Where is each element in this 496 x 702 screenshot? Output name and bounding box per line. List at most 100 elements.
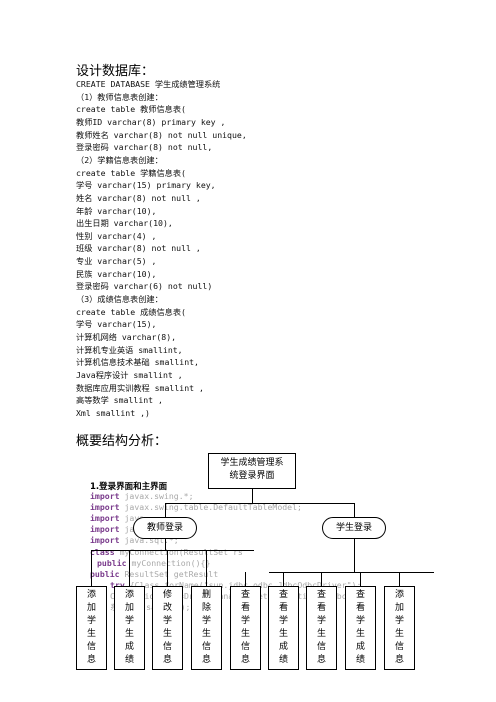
function-node: 删除学生信息 — [191, 586, 222, 670]
sql-line: Java程序设计 smallint , — [76, 369, 183, 380]
function-node-char: 信 — [394, 642, 404, 652]
function-node-char: 改 — [162, 603, 172, 613]
code-text: javax.swing.table.DefaultTableModel; — [119, 502, 302, 513]
function-node-char: 绩 — [278, 655, 288, 665]
connector-leaf — [129, 550, 130, 586]
function-node-char: 生 — [124, 629, 134, 639]
connector-top-bar — [165, 503, 355, 504]
function-node-char: 添 — [86, 590, 96, 600]
function-node-char: 信 — [162, 642, 172, 652]
connector-leaf — [245, 572, 246, 586]
code-keyword: import — [90, 524, 120, 535]
function-node-char: 修 — [162, 590, 172, 600]
root-node-line-2: 统登录界面 — [229, 471, 275, 481]
function-node-char: 成 — [124, 642, 134, 652]
heading-structure-analysis: 概要结构分析： — [76, 434, 168, 449]
function-node-char: 信 — [86, 642, 96, 652]
connector-leaf — [321, 572, 322, 586]
function-node-char: 看 — [240, 603, 250, 613]
connector-leaf — [91, 550, 92, 586]
code-keyword: try — [110, 579, 125, 590]
connector-leaf — [360, 572, 361, 586]
function-node-char: 信 — [201, 642, 211, 652]
function-node-char: 生 — [355, 629, 365, 639]
sql-line: （3）成绩信息表创建： — [76, 294, 163, 305]
root-node-login: 学生成绩管理系 统登录界面 — [208, 453, 296, 489]
sql-line: create table 学籍信息表( — [76, 167, 186, 178]
connector-leaf — [399, 572, 400, 586]
heading-design-database: 设计数据库： — [76, 64, 155, 79]
sql-line: 学号 varchar(15) primary key, — [76, 180, 216, 191]
sql-line: 专业 varchar(5) , — [76, 256, 157, 267]
function-node-char: 学 — [394, 616, 404, 626]
function-node-char: 加 — [124, 603, 134, 613]
connector-student-up — [354, 503, 355, 517]
code-line: import javax.swing.table.DefaultTableMod… — [90, 502, 302, 512]
function-node-char: 学 — [316, 616, 326, 626]
function-node: 查看学生成绩 — [345, 586, 376, 670]
connector-student-down — [354, 539, 355, 572]
function-node-char: 学 — [355, 616, 365, 626]
code-keyword: import — [90, 513, 120, 524]
function-node-char: 生 — [162, 629, 172, 639]
code-keyword: import — [90, 502, 120, 513]
student-login-node: 学生登录 — [322, 517, 386, 539]
function-node-char: 绩 — [355, 655, 365, 665]
function-node-char: 息 — [201, 655, 211, 665]
function-node-char: 看 — [355, 603, 365, 613]
function-node-char: 信 — [316, 642, 326, 652]
sql-line: 教师姓名 varchar(8) not null unique, — [76, 129, 247, 140]
function-node-char: 添 — [124, 590, 134, 600]
sql-line: （2）学籍信息表创建： — [76, 154, 163, 165]
sql-line: 出生日期 varchar(10), — [76, 218, 173, 229]
function-node: 查看学生成绩 — [268, 586, 299, 670]
function-node-char: 看 — [316, 603, 326, 613]
function-node-char: 查 — [316, 590, 326, 600]
function-node-char: 除 — [201, 603, 211, 613]
code-text: myConnection(){} — [126, 557, 211, 568]
function-node-char: 学 — [240, 616, 250, 626]
sql-line: 高等数学 smallint , — [76, 395, 163, 406]
sql-line: 性别 varchar(4) , — [76, 230, 157, 241]
connector-teacher-bar — [92, 550, 254, 551]
function-node: 查看学生信息 — [306, 586, 337, 670]
connector-teacher-up — [165, 503, 166, 517]
code-line: import java — [90, 513, 144, 523]
function-node-char: 成 — [278, 642, 288, 652]
function-node-char: 查 — [278, 590, 288, 600]
function-node: 添加学生成绩 — [114, 586, 145, 670]
sql-line: 民族 varchar(10), — [76, 268, 157, 279]
function-node: 修改学生信息 — [152, 586, 183, 670]
sql-line: 班级 varchar(8) not null , — [76, 243, 201, 254]
function-node-char: 学 — [278, 616, 288, 626]
teacher-login-node: 教师登录 — [133, 517, 197, 539]
sql-line: 年龄 varchar(10), — [76, 205, 157, 216]
sql-line: CREATE DATABASE 学生成绩管理系统 — [76, 79, 221, 89]
connector-leaf — [283, 572, 284, 586]
code-keyword: import — [90, 535, 120, 546]
function-node-char: 成 — [355, 642, 365, 652]
function-node-char: 查 — [240, 590, 250, 600]
function-node-char: 息 — [316, 655, 326, 665]
sql-line: 数据库应用实训教程 smallint , — [76, 382, 204, 393]
code-text: java — [119, 513, 145, 524]
function-node: 查看学生信息 — [230, 586, 261, 670]
code-text: ResultSet getResult — [119, 568, 219, 579]
sql-line: 计算机信息技术基础 smallint, — [76, 357, 199, 368]
sql-line: create table 成绩信息表( — [76, 306, 186, 317]
code-line: public myConnection(){} — [97, 558, 210, 568]
sql-line: Xml smallint ,) — [76, 407, 150, 418]
sql-line: 姓名 varchar(8) not null , — [76, 192, 201, 203]
sql-line: 计算机网络 varchar(8), — [76, 332, 177, 342]
function-node-char: 生 — [240, 629, 250, 639]
function-node-char: 息 — [240, 655, 250, 665]
code-text: 系统", "sa", ""); — [110, 602, 191, 612]
connector-root-down — [252, 489, 253, 503]
code-text: javax.swing.*; — [119, 491, 194, 501]
function-node-char: 添 — [394, 590, 404, 600]
function-node-char: 学 — [201, 616, 211, 626]
sql-line: 学号 varchar(15), — [76, 319, 157, 330]
sql-line: （1）教师信息表创建： — [76, 91, 163, 102]
code-line: import java.sql.*; — [90, 535, 179, 545]
function-node-char: 学 — [162, 616, 172, 626]
